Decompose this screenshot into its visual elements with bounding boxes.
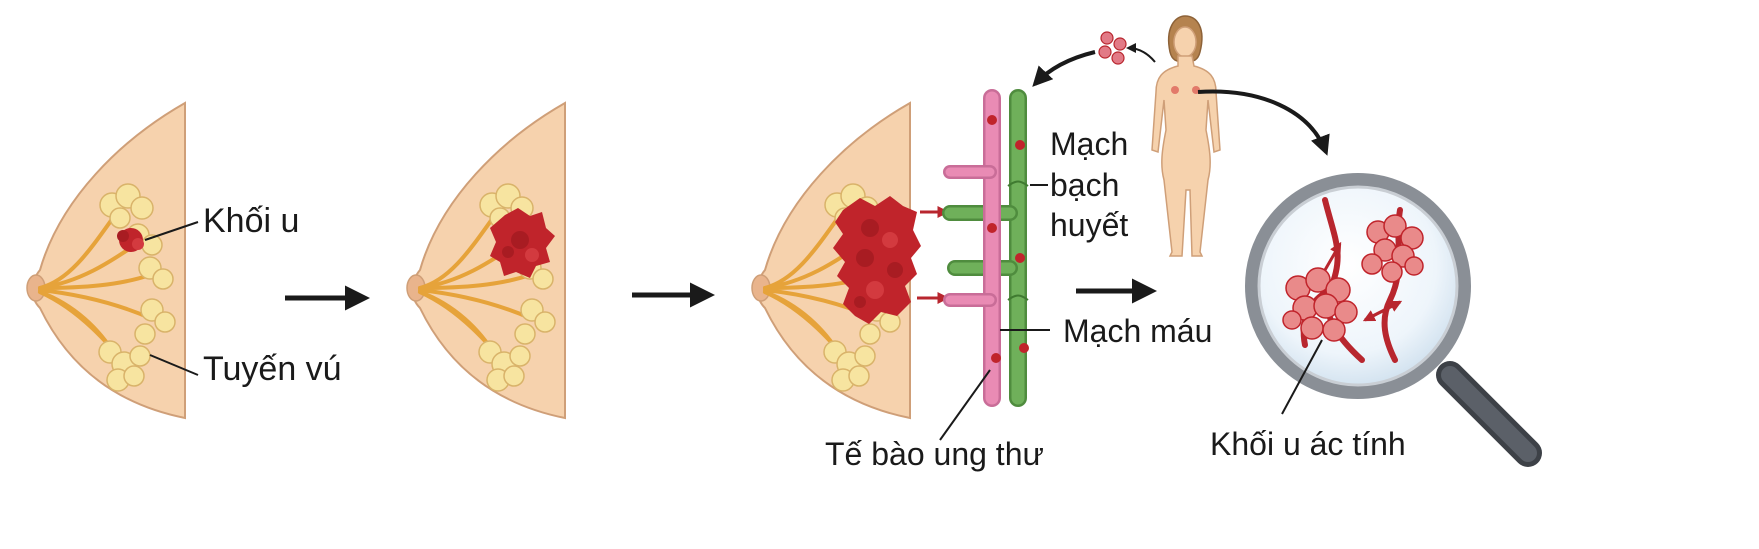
spread-arrow-to-vessels: [1032, 50, 1096, 87]
lens-arrow-2b: [1362, 300, 1401, 322]
cancer-cells-pointer: [939, 369, 991, 441]
lens-tumor-cluster-2: [1282, 267, 1358, 342]
malignant-pointer: [1281, 339, 1323, 415]
malignant-tumor-label: Khối u ác tính: [1210, 426, 1406, 462]
breast-invasive-tumor-icon: [750, 101, 950, 420]
blood-vessel: [943, 89, 1001, 407]
tumor-pointer: [144, 221, 199, 241]
cancer-cells-label: Tế bào ung thư: [825, 436, 1044, 472]
breast-early-tumor-icon: Khối u Tuyến vú: [25, 101, 342, 420]
breast-growing-tumor-icon: [405, 101, 567, 420]
lymph-label-line3: huyết: [1050, 207, 1128, 243]
glands-pointer: [149, 354, 199, 376]
circulating-cells-icon: [1098, 31, 1127, 65]
lymph-label-line2: bạch: [1050, 167, 1119, 203]
tumor-label: Khối u: [203, 202, 299, 240]
tumor-large: [833, 196, 921, 324]
female-body-icon: [1151, 15, 1221, 257]
magnifying-glass-icon: [1245, 173, 1542, 467]
spread-arrow-to-magnifier: [1197, 89, 1330, 156]
tumor-small: [117, 228, 144, 252]
glands-label: Tuyến vú: [203, 350, 342, 388]
tumor-medium: [490, 208, 555, 278]
lens-tumor-cluster-1: [1361, 214, 1424, 283]
blood-vessel-label: Mạch máu: [1063, 313, 1212, 349]
spread-arrow-small: [1126, 43, 1156, 63]
lymph-label-line1: Mạch: [1050, 126, 1128, 162]
lens-arrow-1: [1323, 241, 1342, 271]
